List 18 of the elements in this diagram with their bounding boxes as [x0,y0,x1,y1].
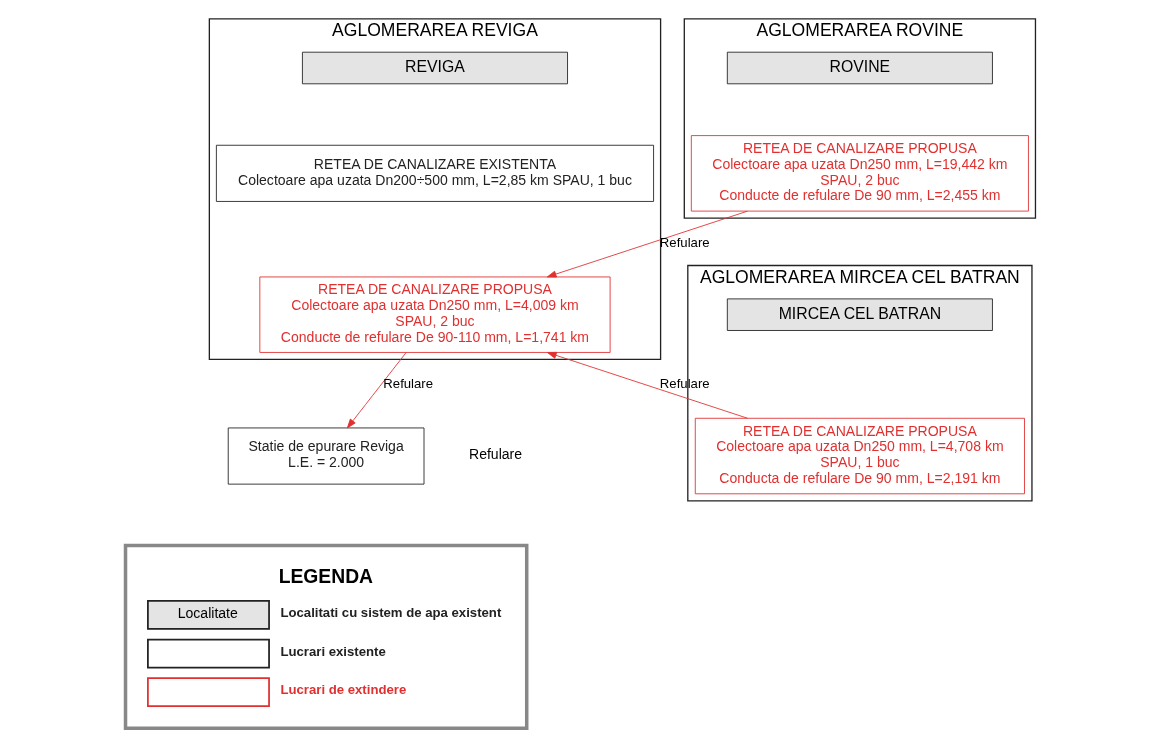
legend-label: Localitati cu sistem de apa existent [280,605,502,621]
arrow [547,351,748,419]
arrow [546,210,748,278]
label: LEGENDA [278,565,374,587]
node-box: REVIGA [301,51,568,85]
label: Refulare [469,446,523,463]
node-box: ROVINE [726,51,993,85]
node-box: RETEA DE CANALIZARE PROPUSA Colectoare apa uzata Dn250 mm, L=19,442 km SPAU, 2 buc Conducte de refulare De 90 mm, L=2,455 km [690,135,1029,212]
arrow [346,352,407,429]
label: Localitate [177,605,238,622]
node-box: RETEA DE CANALIZARE PROPUSA Colectoare apa uzata Dn250 mm, L=4,708 km SPAU, 1 buc Conducta de refulare De 90 mm, L=2,191 km [694,417,1025,495]
legend-label: Lucrari de extindere [280,682,407,698]
legend-label: Lucrari existente [280,643,386,659]
node-box: RETEA DE CANALIZARE EXISTENTA Colectoare apa uzata Dn200÷500 mm, L=2,85 km SPAU, 1 buc [215,144,654,202]
edge-label: Refulare [383,376,434,392]
node-box: MIRCEA CEL BATRAN [726,298,993,331]
node-box: Statie de epurare Reviga L.E. = 2.000 [227,427,425,485]
node-box: RETEA DE CANALIZARE PROPUSA Colectoare apa uzata Dn250 mm, L=4,009 km SPAU, 2 buc Conducte de refulare De 90-110 mm, L=1,741 km [259,276,611,353]
